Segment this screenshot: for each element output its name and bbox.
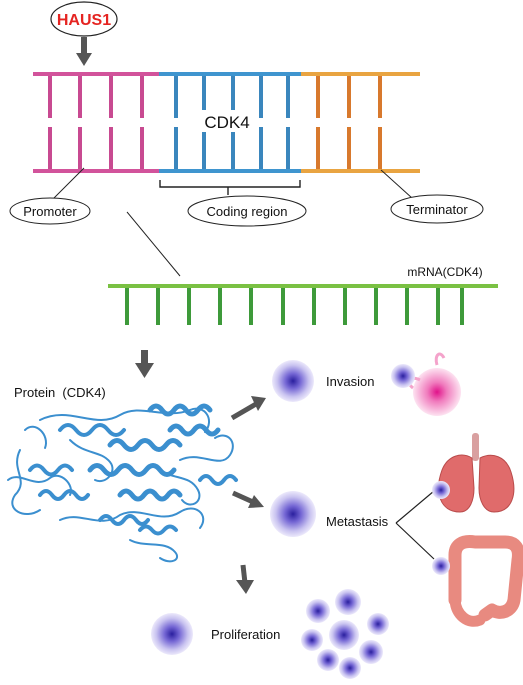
- coding-strand-top: [159, 72, 301, 76]
- arrow-to-invasion: [230, 396, 266, 421]
- terminator-strand-top: [301, 72, 420, 76]
- transcription-line: [126, 211, 181, 277]
- gene-label: CDK4: [204, 113, 249, 132]
- coding-rungs: [174, 76, 290, 169]
- translation-arrow: [135, 350, 154, 378]
- protein-label: Protein (CDK4): [14, 385, 106, 400]
- promoter-rungs: [48, 76, 144, 169]
- regulator-label: HAUS1: [57, 12, 111, 29]
- mrna-label: mRNA(CDK4): [407, 265, 482, 279]
- promoter-callout: Promoter: [9, 197, 91, 225]
- cdk4-label-bg: [195, 110, 259, 132]
- promoter-strand-top: [33, 72, 159, 76]
- metastasis-branch: [395, 490, 435, 560]
- invasion-cell-icon: [272, 360, 314, 402]
- lung-icon: [432, 433, 515, 513]
- arrow-to-metastasis: [231, 490, 264, 508]
- coding-label: Coding region: [207, 204, 288, 219]
- coding-callout: Coding region: [187, 195, 307, 227]
- mrna-strand: mRNA(CDK4): [108, 265, 498, 325]
- invasion-label: Invasion: [326, 374, 374, 389]
- metastasis-label: Metastasis: [326, 514, 389, 529]
- dna-gene: CDK4: [33, 72, 420, 173]
- metastasis-cell-icon: [270, 491, 316, 537]
- regulator-node: HAUS1: [50, 1, 118, 37]
- protein-structure: [7, 403, 238, 563]
- terminator-strand-bottom: [301, 169, 420, 173]
- proliferation-label: Proliferation: [211, 627, 280, 642]
- promoter-pointer: [51, 167, 85, 201]
- promoter-strand-bottom: [33, 169, 159, 173]
- promoter-label: Promoter: [23, 204, 77, 219]
- terminator-label: Terminator: [406, 202, 468, 217]
- proliferating-cell-cluster-icon: [301, 589, 389, 679]
- terminator-callout: Terminator: [390, 194, 484, 224]
- regulator-arrow: [76, 37, 92, 66]
- proliferation-cell-icon: [151, 613, 193, 655]
- arrow-to-proliferation: [236, 564, 254, 594]
- coding-strand-bottom: [159, 169, 301, 173]
- terminator-pointer: [380, 169, 413, 199]
- colon-icon: [432, 535, 523, 627]
- terminator-rungs: [316, 76, 382, 169]
- coding-brace: [159, 180, 301, 195]
- invasion-target-icon: [391, 352, 461, 416]
